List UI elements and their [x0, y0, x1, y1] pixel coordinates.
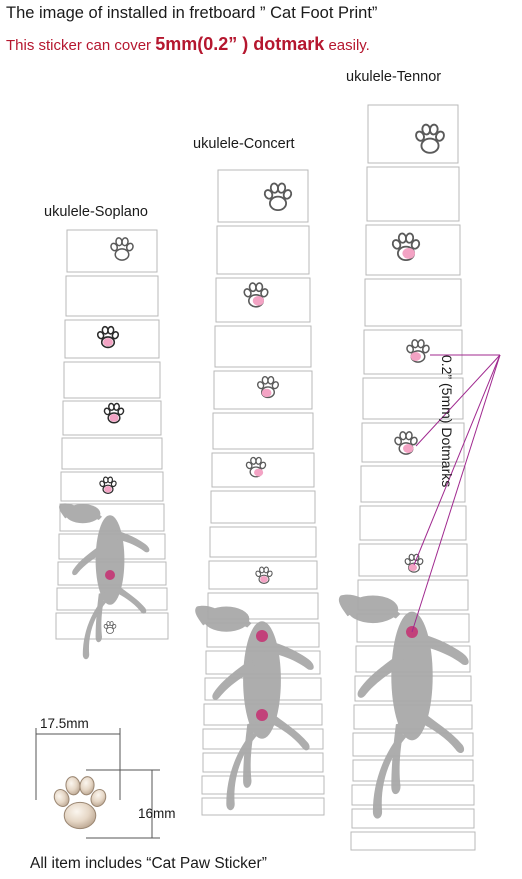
- label-soprano: ukulele-Soplano: [44, 204, 148, 220]
- dot-concert-2: [256, 709, 268, 721]
- leader-lines: [411, 354, 501, 633]
- paw-sop-4: [98, 476, 118, 495]
- dotmarks-label: 0.2” (5mm) Dotmarks: [439, 355, 455, 488]
- paw-con-2: [242, 281, 270, 308]
- dot-concert-1: [256, 630, 268, 642]
- dimension-width: 17.5mm: [40, 716, 89, 731]
- paw-ten-2: [390, 232, 422, 262]
- headline: The image of installed in fretboard ” Ca…: [6, 4, 378, 22]
- dimension-lines: [35, 728, 160, 839]
- paw-sop-3: [102, 402, 126, 424]
- dimension-height: 16mm: [138, 806, 176, 821]
- subheadline: This sticker can cover 5mm(0.2” ) dotmar…: [6, 34, 370, 55]
- paw-ten-4: [393, 430, 419, 455]
- fretboard-soprano: [55, 229, 169, 640]
- label-concert: ukulele-Concert: [193, 136, 295, 152]
- pink-paws: [95, 232, 431, 584]
- subheadline-post: easily.: [324, 37, 370, 54]
- label-tenor: ukulele-Tennor: [346, 69, 442, 85]
- paw-con-5: [254, 566, 274, 584]
- paw-ten-3: [405, 338, 431, 363]
- paw-con-4: [244, 456, 268, 478]
- paw-ten-5: [403, 553, 425, 573]
- dot-soprano: [105, 570, 115, 580]
- subheadline-pre: This sticker can cover: [6, 37, 156, 54]
- paw-con-3: [255, 375, 281, 399]
- dotmarks-on-cats: [105, 570, 418, 721]
- sample-paw-sticker: [50, 774, 110, 830]
- paw-sop-2: [95, 325, 121, 349]
- caption: All item includes “Cat Paw Sticker”: [30, 855, 267, 872]
- subheadline-bold: 5mm(0.2” ) dotmark: [155, 34, 325, 54]
